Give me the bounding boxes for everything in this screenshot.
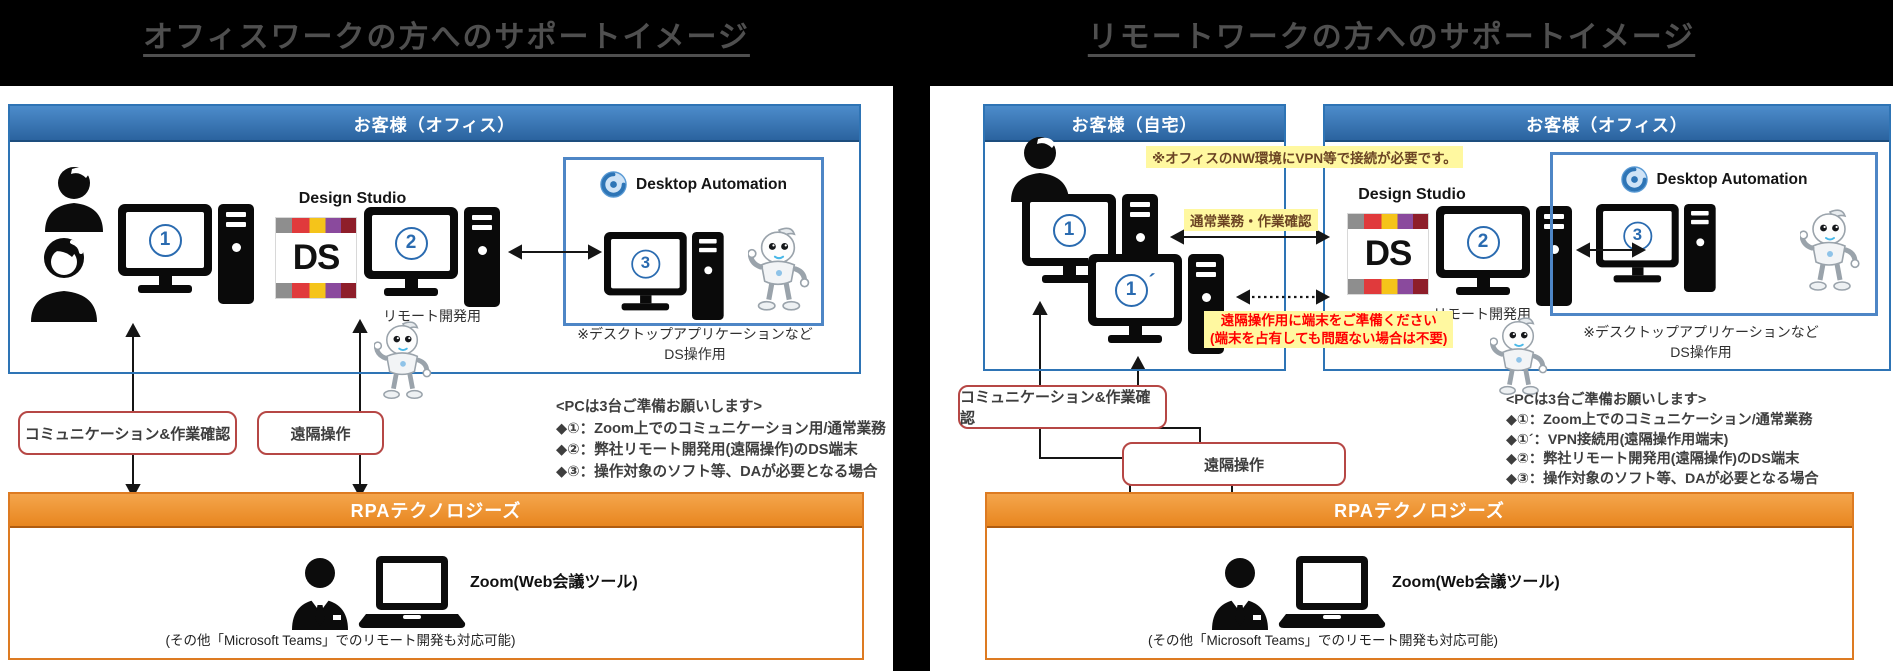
businessman-icon	[288, 558, 352, 630]
pc-notes-heading: <PCは3台ご準備お願いします>	[556, 399, 762, 415]
ds-stripe	[1348, 214, 1428, 229]
right-office-header: お客様（オフィス）	[1325, 106, 1889, 142]
pc-number-badge: 1	[1114, 273, 1148, 307]
pc-note-item: ◆①´：VPN接続用(遠隔操作用端末)	[1506, 431, 1729, 448]
robot-mascot-icon	[1490, 316, 1548, 400]
pc-number-badge: 1	[1052, 213, 1086, 247]
left-rpa-header: RPAテクノロジーズ	[10, 494, 862, 528]
man-user-icon	[1008, 136, 1072, 202]
ds-stripe	[276, 283, 356, 298]
pc-tower-icon	[464, 207, 500, 307]
design-studio-label: Design Studio	[1358, 186, 1466, 203]
monitor-icon: 1 ´	[1088, 254, 1182, 354]
left-title: オフィスワークの方へのサポートイメージ	[143, 21, 750, 54]
terminal-warning-note: 遠隔操作用に端末をご準備ください (端末を占有しても問題ない場合は不要)	[1204, 311, 1454, 348]
terminal-warning-line1: 遠隔操作用に端末をご準備ください	[1220, 313, 1437, 328]
left-desktop-automation-box: Desktop Automation	[563, 157, 824, 326]
pc-number-badge: 3	[1622, 221, 1652, 251]
robot-mascot-icon	[748, 226, 810, 316]
communication-connector-right: コミュニケーション&作業確認	[958, 385, 1167, 429]
da-note-line2: DS操作用	[664, 346, 726, 362]
right-home-box: お客様（自宅）	[983, 104, 1286, 371]
da-note-line1: ※デスクトップアプリケーションなど	[577, 326, 813, 342]
left-rpa-box: RPAテクノロジーズ	[8, 492, 864, 660]
pc-3-target: 3	[1596, 204, 1716, 292]
pc-number-badge: 3	[630, 249, 660, 279]
remote-operation-connector-left: 遠隔操作	[257, 411, 384, 455]
right-rpa-box: RPAテクノロジーズ	[985, 492, 1854, 660]
ds-stripe	[1348, 279, 1428, 294]
design-studio-label: Design Studio	[298, 190, 407, 207]
zoom-tool-label: Zoom(Web会議ツール)	[1392, 574, 1560, 591]
ds-stripe	[276, 218, 356, 233]
pc-tower-icon	[1684, 204, 1716, 292]
pc-tower-icon	[1536, 206, 1572, 306]
communication-connector-left: コミュニケーション&作業確認	[18, 411, 237, 455]
pc-note-item: ◆②：弊社リモート開発用(遠隔操作)のDS端末	[556, 442, 858, 458]
desktop-automation-header: Desktop Automation	[1553, 166, 1875, 193]
desktop-automation-icon	[1621, 166, 1648, 193]
pc-2-design-studio: 2	[1436, 206, 1572, 306]
pc-number-prime: ´	[1148, 271, 1156, 294]
desktop-automation-label: Desktop Automation	[1656, 170, 1808, 188]
right-desktop-automation-box: Desktop Automation	[1550, 152, 1878, 316]
pc-note-item: ◆①：Zoom上でのコミュニケーション/通常業務	[1506, 411, 1813, 428]
robot-mascot-icon	[374, 320, 432, 404]
remote-dev-label: リモート開発用	[383, 308, 481, 324]
pc-1-office: 1	[118, 204, 254, 304]
monitor-icon: 3	[1596, 204, 1679, 292]
robot-mascot-icon	[1800, 208, 1860, 296]
pc-note-item: ◆③：操作対象のソフト等、DAが必要となる場合	[1506, 471, 1819, 488]
remote-operation-connector-right: 遠隔操作	[1122, 442, 1346, 486]
monitor-icon: 2	[364, 207, 458, 307]
pc-number-badge: 2	[394, 226, 428, 260]
ds-letters: DS	[1348, 229, 1428, 279]
da-note-line1: ※デスクトップアプリケーションなど	[1583, 324, 1819, 340]
terminal-warning-line2: (端末を占有しても問題ない場合は不要)	[1210, 330, 1448, 346]
right-rpa-header: RPAテクノロジーズ	[987, 494, 1852, 528]
zoom-tool-label: Zoom(Web会議ツール)	[470, 574, 638, 591]
pc-number-badge: 2	[1466, 225, 1500, 259]
pc-note-item: ◆①：Zoom上でのコミュニケーション用/通常業務	[556, 420, 886, 437]
pc-2-design-studio: 2	[364, 207, 500, 307]
da-note-line2: DS操作用	[1670, 344, 1732, 360]
right-office-box: お客様（オフィス）	[1323, 104, 1891, 371]
desktop-automation-icon	[600, 171, 627, 198]
design-studio-icon: DS	[276, 218, 356, 298]
pc-number-badge: 1	[148, 223, 182, 257]
pc-1-prime-home: 1 ´	[1088, 254, 1224, 354]
left-customer-box: お客様（オフィス）	[8, 104, 861, 374]
right-pc-notes: <PCは3台ご準備お願いします> ◆①：Zoom上でのコミュニケーション/通常業…	[1506, 391, 1819, 490]
left-pc-notes: <PCは3台ご準備お願いします> ◆①：Zoom上でのコミュニケーション用/通常…	[556, 397, 886, 483]
desktop-automation-header: Desktop Automation	[566, 171, 821, 198]
vpn-note: ※オフィスのNW環境にVPN等で接続が必要です。	[1146, 146, 1463, 168]
pc-notes-heading: <PCは3台ご準備お願いします>	[1506, 392, 1707, 408]
businessman-icon	[1208, 558, 1272, 630]
pc-note-item: ◆②：弊社リモート開発用(遠隔操作)のDS端末	[1506, 451, 1800, 468]
teams-note: (その他「Microsoft Teams」でのリモート開発も対応可能)	[165, 633, 516, 648]
right-slide-background	[930, 86, 1893, 671]
design-studio-icon: DS	[1348, 214, 1428, 294]
laptop-icon	[356, 556, 466, 630]
pc-tower-icon	[692, 232, 724, 320]
desktop-automation-label: Desktop Automation	[636, 175, 787, 193]
teams-note: (その他「Microsoft Teams」でのリモート開発も対応可能)	[1147, 633, 1499, 648]
monitor-icon: 2	[1436, 206, 1530, 306]
woman-user-icon	[26, 236, 102, 322]
right-home-header: お客様（自宅）	[985, 106, 1284, 142]
pc-3-target: 3	[604, 232, 724, 320]
monitor-icon: 3	[604, 232, 687, 320]
right-title: リモートワークの方へのサポートイメージ	[1087, 21, 1696, 54]
man-user-icon	[42, 166, 106, 232]
pc-note-item: ◆③：操作対象のソフト等、DAが必要となる場合	[556, 463, 878, 480]
left-customer-header: お客様（オフィス）	[10, 106, 859, 142]
monitor-icon: 1	[118, 204, 212, 304]
normal-work-label: 通常業務・作業確認	[1184, 209, 1318, 231]
ds-letters: DS	[276, 233, 356, 283]
pc-tower-icon	[218, 204, 254, 304]
laptop-icon	[1276, 556, 1386, 630]
remote-dev-label: リモート開発用	[1433, 306, 1531, 322]
